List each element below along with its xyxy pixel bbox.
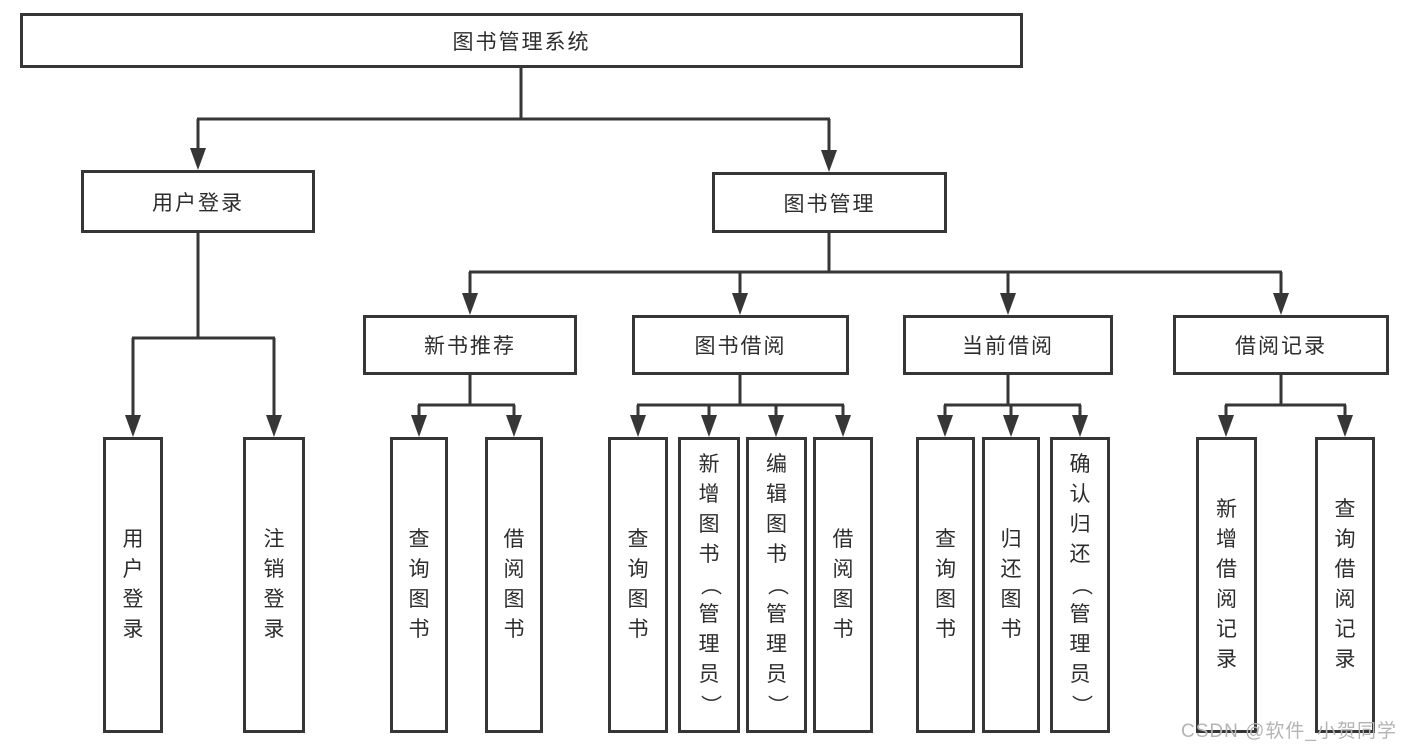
node-leaf-records-query: 查询借阅记录 — [1315, 437, 1375, 733]
node-leaf-borrowing-add-admin: 新增图书（管理员） — [678, 437, 740, 733]
node-label: 查询借阅记录 — [1334, 498, 1356, 671]
node-label: 图书管理 — [783, 192, 876, 216]
node-leaf-borrowing-borrow: 借阅图书 — [813, 437, 873, 733]
node-leaf-newbook-query: 查询图书 — [390, 437, 448, 733]
edge-current-to-leaves — [943, 375, 1082, 417]
arrow-leaf-bb-add — [701, 415, 717, 437]
node-leaf-borrowing-query: 查询图书 — [608, 437, 668, 733]
csdn-watermark: CSDN @软件_小贺同学 — [1181, 721, 1397, 742]
node-label: 确认归还（管理员） — [1069, 453, 1092, 716]
node-label: 查询图书 — [408, 528, 430, 641]
edge-userlogin-to-leaves — [131, 233, 276, 417]
node-label: 借阅记录 — [1235, 335, 1327, 358]
node-leaf-current-confirm-admin: 确认归还（管理员） — [1050, 437, 1110, 733]
node-label: 归还图书 — [1000, 528, 1022, 641]
node-book-management: 图书管理 — [712, 172, 947, 233]
node-label: 借阅图书 — [832, 528, 854, 641]
node-label: 查询图书 — [627, 528, 649, 641]
node-book-borrowing: 图书借阅 — [632, 315, 849, 375]
node-leaf-records-add: 新增借阅记录 — [1196, 437, 1257, 733]
arrow-user-login — [190, 148, 206, 170]
edge-borrowing-to-leaves — [636, 375, 845, 417]
arrow-leaf-nb-query — [411, 415, 427, 437]
arrow-leaf-cb-confirm — [1072, 415, 1088, 437]
node-label: 用户登录 — [152, 191, 244, 215]
node-label: 新书推荐 — [424, 335, 516, 358]
node-label: 图书借阅 — [694, 335, 787, 358]
node-user-login: 用户登录 — [81, 170, 315, 233]
arrow-current-borrowing — [1000, 293, 1016, 315]
node-leaf-user-login: 用户登录 — [103, 437, 163, 733]
node-label: 新增图书（管理员） — [698, 453, 721, 716]
arrow-leaf-cb-return — [1003, 415, 1019, 437]
arrow-leaf-bb-borrow — [835, 415, 851, 437]
node-leaf-borrowing-edit-admin: 编辑图书（管理员） — [746, 437, 807, 733]
node-label: 借阅图书 — [503, 528, 525, 641]
edge-root-to-level2 — [196, 68, 831, 152]
node-label: 当前借阅 — [962, 335, 1054, 358]
edge-newbook-to-leaves — [417, 375, 516, 417]
node-book-management-system: 图书管理系统 — [20, 13, 1023, 68]
node-label: 图书管理系统 — [452, 30, 591, 54]
arrow-leaf-nb-borrow — [506, 415, 522, 437]
arrow-book-management — [821, 150, 837, 172]
node-current-borrowing: 当前借阅 — [903, 315, 1113, 375]
node-leaf-current-return: 归还图书 — [982, 437, 1040, 733]
node-leaf-current-query: 查询图书 — [916, 437, 975, 733]
arrow-borrow-records — [1273, 293, 1289, 315]
arrow-leaf-bb-edit — [768, 415, 784, 437]
arrow-leaf-logout — [266, 415, 282, 437]
node-leaf-logout: 注销登录 — [243, 437, 305, 733]
arrow-book-borrowing — [732, 293, 748, 315]
node-label: 注销登录 — [263, 528, 285, 641]
arrow-leaf-cb-query — [937, 415, 953, 437]
arrow-leaf-br-add — [1218, 415, 1234, 437]
arrow-leaf-bb-query — [630, 415, 646, 437]
node-label: 新增借阅记录 — [1216, 498, 1237, 671]
arrow-leaf-userlogin — [125, 415, 141, 437]
node-new-book-recommend: 新书推荐 — [363, 315, 577, 375]
edge-records-to-leaves — [1224, 375, 1347, 417]
arrow-new-book-recommend — [462, 293, 478, 315]
node-label: 查询图书 — [935, 528, 956, 641]
edge-bookmgmt-to-level3 — [468, 233, 1283, 295]
node-label: 编辑图书（管理员） — [765, 453, 789, 716]
arrow-leaf-br-query — [1337, 415, 1353, 437]
node-borrow-records: 借阅记录 — [1173, 315, 1389, 375]
node-leaf-newbook-borrow: 借阅图书 — [485, 437, 543, 733]
node-label: 用户登录 — [122, 528, 144, 641]
